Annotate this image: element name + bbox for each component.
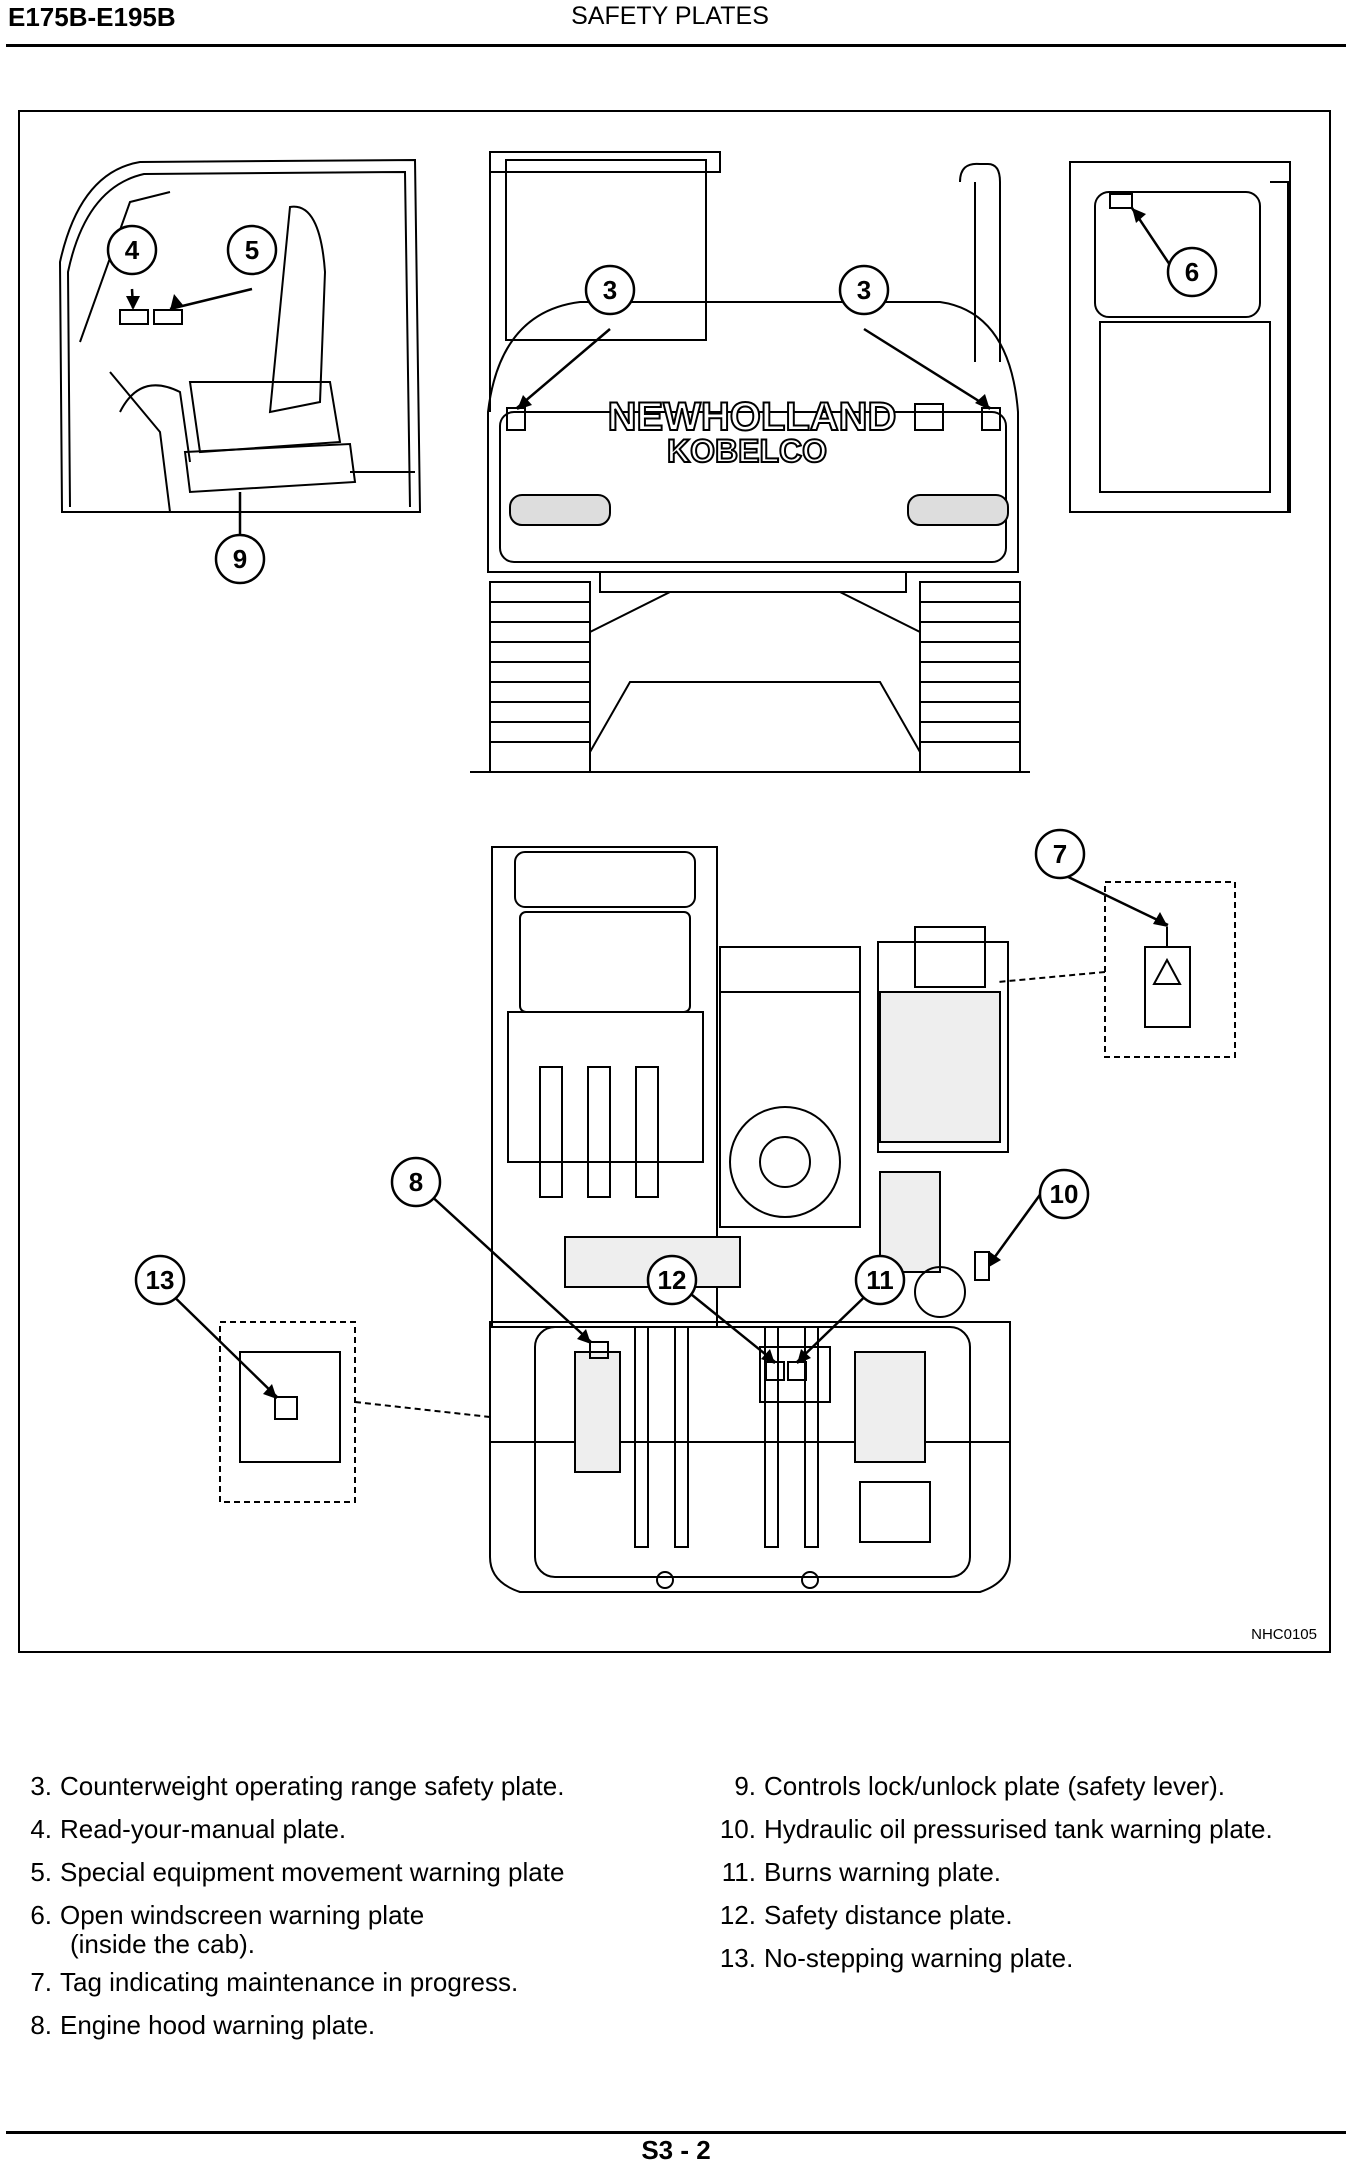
legend-text: Safety distance plate. [764,1900,1013,1930]
legend-number: 11. [721,1857,756,1887]
callout-number: 7 [1053,839,1067,869]
legend-item: 10. Hydraulic oil pressurised tank warnin… [712,1808,1342,1851]
detail-plate-13 [219,1321,491,1503]
legend-item: 11. Burns warning plate. [712,1851,1342,1894]
legend-left-column: 3. Counterweight operating range safety p… [22,1765,702,2047]
legend-item: 4. Read-your-manual plate. [22,1808,702,1851]
callout-circle [1038,1168,1090,1220]
legend-text: Open windscreen warning plate [60,1900,425,1930]
brand-kobelco: KOBELCO [667,433,827,469]
legend-number: 3. [30,1771,52,1801]
safety-plates-figure: NEWHOLLAND KOBELCO [18,110,1331,1653]
callout-number: 13 [146,1265,175,1295]
callout-number: 6 [1185,257,1199,287]
figure-code: NHC0105 [1251,1626,1317,1643]
legend-number: 8. [30,2010,52,2040]
callout-circle [854,1254,906,1306]
brand-newholland: NEWHOLLAND [608,395,897,439]
callout-circle [584,264,636,316]
legend-number: 6. [30,1900,52,1930]
callout-number: 5 [245,235,259,265]
callout-number: 9 [233,544,247,574]
cab-front-view [1069,161,1291,513]
callout-circle [1166,246,1218,298]
cab-side-view [58,158,422,513]
legend-number: 12. [719,1900,756,1930]
legend-number: 10. [719,1814,756,1844]
callout-number: 10 [1050,1179,1079,1209]
callout-circle [646,1254,698,1306]
callout-circle [226,224,278,276]
legend-text: Controls lock/unlock plate (safety lever… [764,1771,1225,1801]
callout-number: 8 [409,1167,423,1197]
legend-text: No-stepping warning plate. [764,1943,1074,1973]
legend-text: Engine hood warning plate. [60,2010,376,2040]
legend-number: 13. [719,1943,756,1973]
legend-text: Hydraulic oil pressurised tank warning p… [764,1814,1273,1844]
section-title: SAFETY PLATES [571,2,769,30]
callout-circle [838,264,890,316]
legend-item: 7. Tag indicating maintenance in progress… [22,1961,702,2004]
header-rule [6,44,1346,47]
legend-item: 13. No-stepping warning plate. [712,1937,1342,1980]
legend-text: Burns warning plate. [764,1857,1002,1887]
legend-item: 8. Engine hood warning plate. [22,2004,702,2047]
callout-circle [214,533,266,585]
legend-item: 12. Safety distance plate. [712,1894,1342,1937]
legend-item: 3. Counterweight operating range safety p… [22,1765,702,1808]
legend-spacer [22,1929,52,1959]
legend-number: 4. [30,1814,52,1844]
legend-text: Read-your-manual plate. [60,1814,347,1844]
callout-number: 12 [658,1265,687,1295]
excavator-drawing: NEWHOLLAND KOBELCO [58,151,1291,1593]
legend-text: Counterweight operating range safety pla… [60,1771,565,1801]
callout-number: 3 [857,275,871,305]
leader-lines [130,207,1180,1398]
legend-text: Special equipment movement warning plate [60,1857,565,1887]
callout-circle [1034,828,1086,880]
callout-number: 4 [125,235,140,265]
callout-circle [390,1156,442,1208]
legend-text: Tag indicating maintenance in progress. [60,1967,519,1997]
legend-number: 5. [30,1857,52,1887]
legend-right-column: 9. Controls lock/unlock plate (safety lev… [712,1765,1342,1980]
detail-tag-7 [997,881,1236,1058]
legend-number: 7. [30,1967,52,1997]
callout-circle [106,224,158,276]
legend-number: 9. [734,1771,756,1801]
legend-text-continued: (inside the cab). [70,1929,255,1959]
legend-continuation: (inside the cab). [22,1929,702,1959]
callout-circle [134,1254,186,1306]
top-view [489,846,1011,1593]
arrowheads [126,208,1168,1399]
page-number: S3 - 2 [641,2135,711,2165]
callout-number: 11 [866,1265,894,1295]
footer-rule [6,2131,1346,2134]
model-code: E175B-E195B [8,2,176,32]
callout-number: 3 [603,275,617,305]
rear-view: NEWHOLLAND KOBELCO [470,151,1030,773]
legend-item: 6. Open windscreen warning plate [22,1894,702,1937]
legend-item: 5. Special equipment movement warning pla… [22,1851,702,1894]
callouts: 3 3 4 5 6 7 8 9 10 11 12 13 [106,224,1218,1306]
legend-item: 9. Controls lock/unlock plate (safety lev… [712,1765,1342,1808]
